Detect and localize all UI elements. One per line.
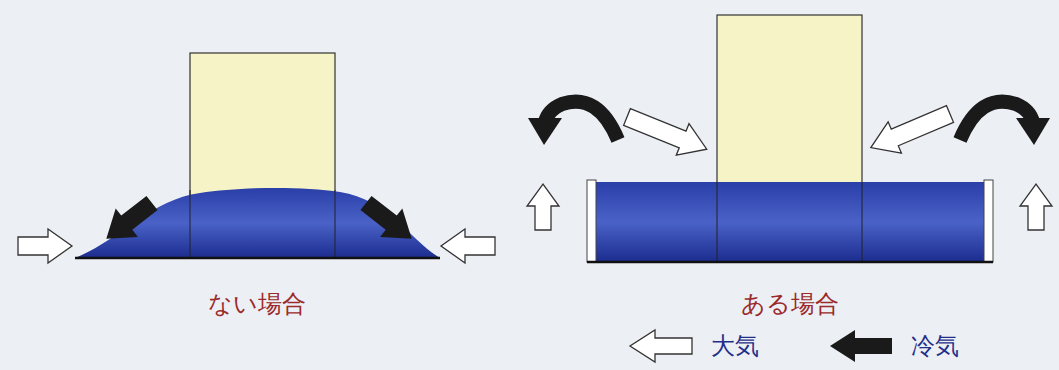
ground-line <box>75 257 440 260</box>
case-label: ある場合 <box>741 288 839 320</box>
legend-air-sample <box>630 330 692 362</box>
wall <box>984 180 993 262</box>
wall <box>587 180 596 262</box>
cold-air-pool <box>587 182 993 262</box>
air-arrow <box>527 184 559 230</box>
legend-text: 冷気 <box>911 330 959 362</box>
cold-air-arrow <box>95 189 163 253</box>
legend-text: 大気 <box>711 330 759 362</box>
air-arrow <box>864 98 956 163</box>
case-label: ない場合 <box>208 288 306 320</box>
air-arrow <box>441 229 495 263</box>
cold-air-mound <box>75 188 440 258</box>
ground-line <box>587 261 993 264</box>
air-arrow <box>1020 184 1052 230</box>
legend-cold-sample <box>830 330 892 362</box>
air-arrow <box>18 229 72 263</box>
cold-air-arrow <box>355 189 423 253</box>
air-arrow <box>621 101 713 165</box>
